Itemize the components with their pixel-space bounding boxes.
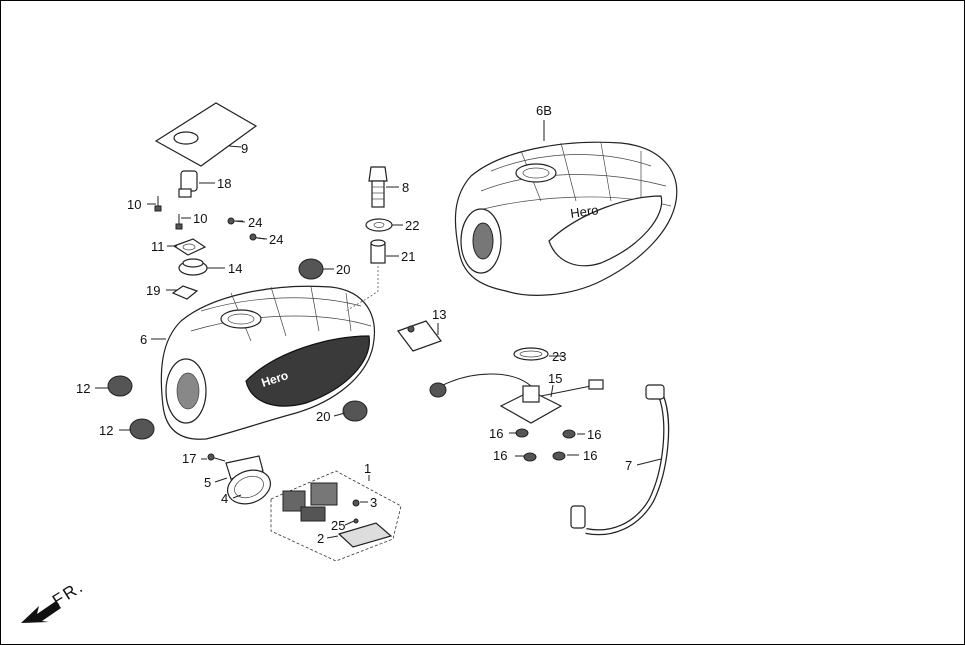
callout-16c: 16 [493,448,507,463]
callout-1: 1 [364,461,371,476]
callout-8: 8 [402,180,409,195]
rubber-mount-12b [129,418,155,440]
callout-12b: 12 [99,423,113,438]
callout-16b: 16 [587,427,601,442]
callout-17: 17 [182,451,196,466]
callout-3: 3 [370,495,377,510]
rubber-cushion-20b [342,400,368,422]
callout-5: 5 [204,475,211,490]
rubber-mount-12a [107,375,133,397]
callout-18: 18 [217,176,231,191]
direction-label: FR. [49,577,87,611]
washer-22 [365,218,393,232]
callout-21: 21 [401,249,415,264]
gasket-4 [227,469,271,505]
callout-24b: 24 [269,232,283,247]
callout-6b: 6B [536,103,552,118]
callout-24a: 24 [248,215,262,230]
callout-10a: 10 [127,197,141,212]
fuel-tank-6: Hero [160,285,375,440]
callout-19: 19 [146,283,160,298]
tank-cap-cover-9 [154,102,258,167]
screw-17 [207,453,226,462]
fuel-pump-assy-1 [270,470,402,562]
callout-20a: 20 [336,262,350,277]
callout-7: 7 [625,458,632,473]
nut-16-set [515,428,576,462]
cap-base-14 [178,258,208,276]
callout-10b: 10 [193,211,207,226]
callout-11: 11 [151,239,165,254]
svg-text:Hero: Hero [569,202,599,221]
callout-16d: 16 [583,448,597,463]
front-direction-arrow [21,601,61,623]
callout-4: 4 [221,491,228,506]
callout-20b: 20 [316,409,330,424]
collar-21 [370,239,386,264]
fuel-hose-7 [570,384,670,536]
leader-lines [95,120,662,539]
connector-13 [397,320,442,352]
callout-23: 23 [552,349,566,364]
screw-24b [249,233,266,241]
bolt-8 [368,166,388,208]
lock-cylinder-18 [178,170,198,198]
callout-13: 13 [432,307,446,322]
callout-6: 6 [140,332,147,347]
fuel-tank-6b: Hero [454,141,678,296]
callout-25: 25 [331,518,345,533]
callout-16a: 16 [489,426,503,441]
callout-15: 15 [548,371,562,386]
gasket-23 [513,347,549,361]
callout-22: 22 [405,218,419,233]
callout-2: 2 [317,531,324,546]
drain-hose-19 [171,285,199,300]
rubber-cushion-20a [298,258,324,280]
callout-9: 9 [241,141,248,156]
callout-12a: 12 [76,381,90,396]
fuel-level-sensor-15 [429,373,604,424]
bolt-10b [175,214,183,230]
callout-14: 14 [228,261,242,276]
bolt-10a [154,196,162,212]
gasket-11 [172,238,207,256]
